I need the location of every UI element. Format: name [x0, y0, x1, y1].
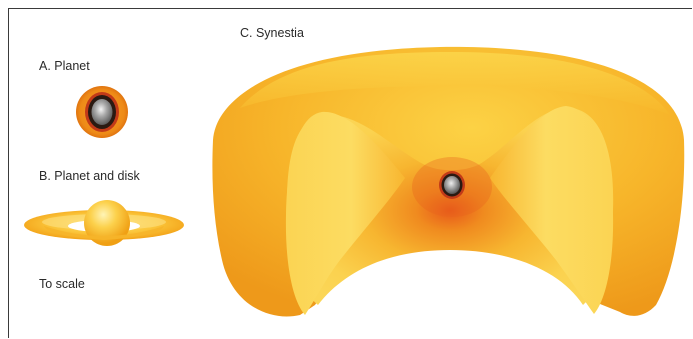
planet-illustration [76, 86, 128, 138]
planet-core [92, 99, 113, 125]
synestia-core [444, 176, 460, 194]
planet-and-disk-illustration [24, 200, 184, 246]
synestia-illustration [212, 47, 684, 317]
